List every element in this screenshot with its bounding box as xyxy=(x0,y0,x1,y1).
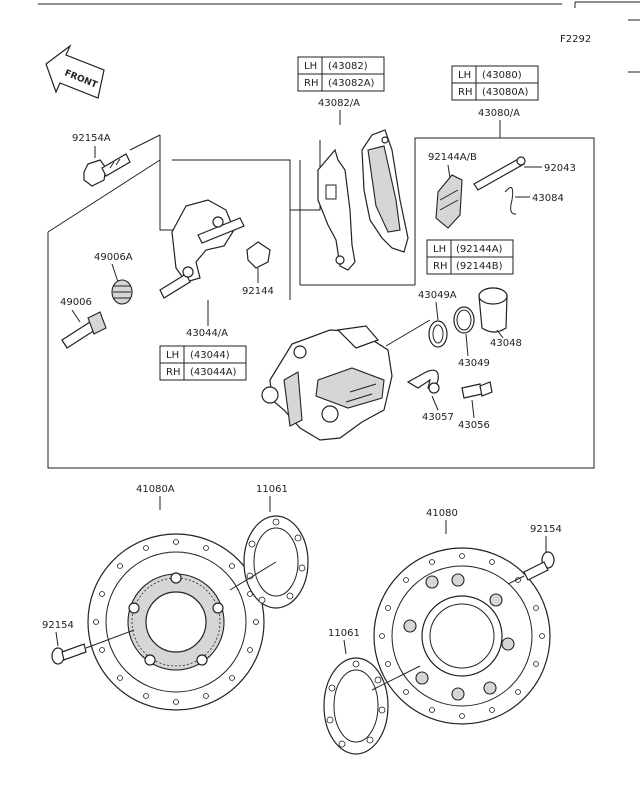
leader-43049 xyxy=(465,333,469,357)
leader-43048 xyxy=(496,329,504,339)
label-41080a: 41080A xyxy=(136,484,175,495)
holder-table: LH (43044) RH (43044A) xyxy=(159,345,247,381)
label-92144: 92144 xyxy=(242,286,274,297)
label-43049: 43049 xyxy=(458,358,490,369)
spring-lh-side: LH xyxy=(433,244,446,255)
spring-lh-part: (92144A) xyxy=(456,244,503,255)
holder-rh-side: RH xyxy=(166,367,180,378)
pads-lh-side: LH xyxy=(304,61,317,72)
holder-lh-side: LH xyxy=(166,350,179,361)
dust-seal-icon xyxy=(428,320,448,348)
bleed-cap-icon xyxy=(406,369,440,394)
leader-43056 xyxy=(471,399,475,419)
label-49006: 49006 xyxy=(60,297,92,308)
figure-code: F2292 xyxy=(560,34,591,45)
label-43084: 43084 xyxy=(532,193,564,204)
caliper-bracket-icon xyxy=(159,199,245,299)
holder-frame-top xyxy=(172,159,291,300)
pad-frame-link xyxy=(290,140,321,211)
clip-icon xyxy=(504,187,517,215)
leader-43057 xyxy=(431,395,439,411)
leader-49006 xyxy=(71,309,81,323)
caliper-body-icon xyxy=(261,325,393,441)
spring-table: LH (92144A) RH (92144B) xyxy=(426,239,514,275)
label-92043: 92043 xyxy=(544,163,576,174)
disc-shim-bottom-icon xyxy=(323,657,389,755)
piston-seal-icon xyxy=(453,306,475,334)
label-43048: 43048 xyxy=(490,338,522,349)
label-92154-right: 92154 xyxy=(530,524,562,535)
pads-rh-part: (43082A) xyxy=(328,78,375,89)
assy-lh-part: (43080) xyxy=(482,70,522,81)
brake-disc-left-icon xyxy=(87,533,265,711)
brake-pad-right xyxy=(361,129,409,253)
bolt-left-axis xyxy=(85,629,135,649)
leader-92154-left xyxy=(55,631,59,647)
piston-icon xyxy=(478,287,508,333)
disc-bolt-right-icon xyxy=(523,551,555,581)
pads-rh-side: RH xyxy=(304,78,318,89)
label-11061-bottom: 11061 xyxy=(328,628,360,639)
dust-boot-icon xyxy=(111,279,133,305)
label-92144ab: 92144A/B xyxy=(428,152,477,163)
brake-pad-left xyxy=(317,148,356,271)
label-43044a: 43044/A xyxy=(186,328,228,339)
leader-43049a xyxy=(435,301,439,321)
pads-lh-part: (43082) xyxy=(328,61,368,72)
spring-rh-part: (92144B) xyxy=(456,261,503,272)
label-43057: 43057 xyxy=(422,412,454,423)
holder-lh-part: (43044) xyxy=(190,350,230,361)
shim-top-axis xyxy=(229,561,277,591)
caliper-axis-line xyxy=(385,319,431,347)
pad-spring-icon xyxy=(435,174,463,229)
shim-bottom-axis xyxy=(371,665,421,691)
bleed-valve-icon xyxy=(461,381,493,399)
label-43082a: 43082/A xyxy=(318,98,360,109)
label-92154-left: 92154 xyxy=(42,620,74,631)
pads-table: LH (43082) RH (43082A) xyxy=(297,56,385,92)
front-arrow-icon: FRONT xyxy=(45,44,105,99)
label-49006a: 49006A xyxy=(94,252,133,263)
label-92154a: 92154A xyxy=(72,133,111,144)
label-43049a: 43049A xyxy=(418,290,457,301)
leader-11061-bottom xyxy=(343,639,347,655)
holder-frame-left xyxy=(159,135,176,231)
brake-disc-right-icon xyxy=(373,547,551,725)
pad-pin-icon xyxy=(473,156,526,191)
caliper-bolt-icon xyxy=(83,153,131,187)
label-41080: 41080 xyxy=(426,508,458,519)
label-43056: 43056 xyxy=(458,420,490,431)
holder-rh-part: (43044A) xyxy=(190,367,237,378)
caliper-assy-table: LH (43080) RH (43080A) xyxy=(451,65,539,101)
disc-bolt-left-icon xyxy=(51,643,87,665)
frame-diag-left xyxy=(47,159,161,233)
leader-49006a xyxy=(111,263,119,283)
assy-rh-side: RH xyxy=(458,87,472,98)
assy-rh-part: (43080A) xyxy=(482,87,529,98)
label-11061-top: 11061 xyxy=(256,484,288,495)
caliper-group-frame xyxy=(47,137,595,469)
small-spring-icon xyxy=(246,241,271,269)
bolt-right-axis xyxy=(507,575,525,585)
spring-rh-side: RH xyxy=(433,261,447,272)
slide-pin-icon xyxy=(61,311,107,349)
assy-lh-side: LH xyxy=(458,70,471,81)
leader-92144ab xyxy=(447,164,451,179)
label-43080a: 43080/A xyxy=(478,108,520,119)
bolt-leader xyxy=(129,134,161,151)
